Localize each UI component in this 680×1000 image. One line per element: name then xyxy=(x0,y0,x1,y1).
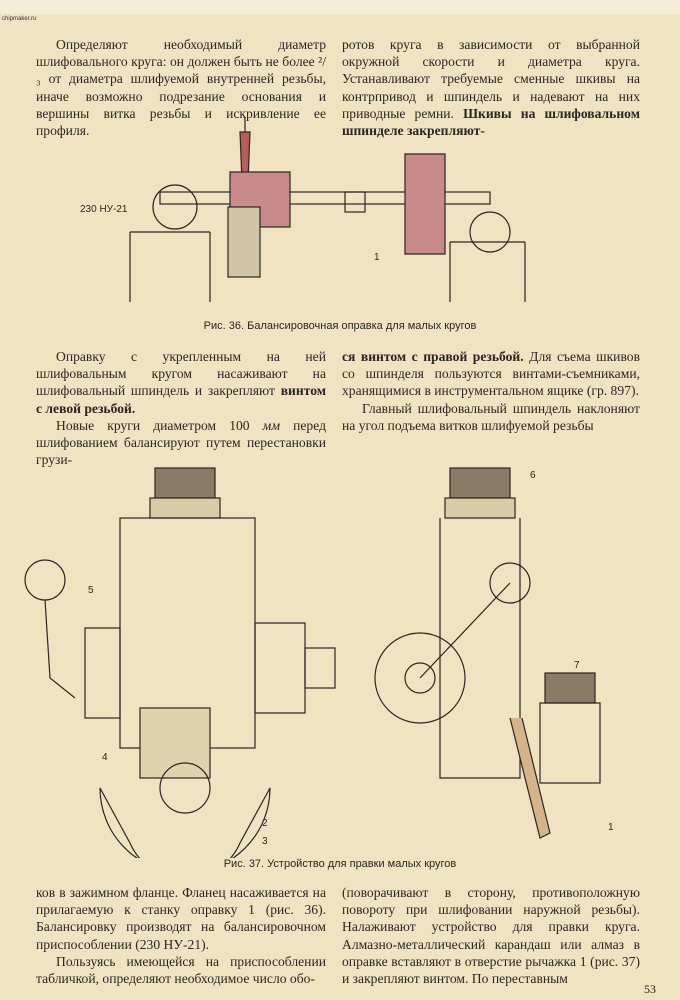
weight xyxy=(404,153,446,255)
top-left-column: Определяют необходимый диаметр шлифоваль… xyxy=(36,36,326,139)
paragraph: (поворачивают в сторону, противоположную… xyxy=(342,885,640,987)
paragraph: Определяют необходимый диаметр шлифоваль… xyxy=(36,37,326,139)
unit: мм xyxy=(262,417,281,433)
top-right-column: ротов круга в зависимости от выбранной о… xyxy=(342,36,640,139)
label: 1 xyxy=(608,822,614,833)
bold-text: ся винтом с правой резьбой. xyxy=(342,349,524,364)
middle-right-column: ся винтом с правой резьбой. Для съема шк… xyxy=(342,348,640,434)
label: 230 НУ-21 xyxy=(80,204,128,215)
text: ротов круга в зависимости от выбранной о… xyxy=(342,37,640,121)
paragraph: ротов круга в зависимости от выбранной о… xyxy=(342,36,640,139)
paragraph: ся винтом с правой резьбой. Для съема шк… xyxy=(342,348,640,400)
label: 1 xyxy=(374,252,380,263)
text: Новые круги диаметром 100 xyxy=(56,417,263,433)
figure-37-drawing: 5 4 2 3 6 7 1 xyxy=(24,467,614,858)
paragraph: Пользуясь имеющейся на приспособлении та… xyxy=(36,953,326,987)
text: перед шлифованием балансируют путем пере… xyxy=(36,417,326,468)
knob-left xyxy=(154,467,216,499)
knob-right xyxy=(449,467,511,499)
wheel xyxy=(227,206,261,278)
paragraph: Новые круги диаметром 100 мм перед шлифо… xyxy=(36,417,326,469)
middle-left-column: Оправку с укрепленным на ней шлифовальны… xyxy=(36,348,326,468)
label: 7 xyxy=(574,660,580,671)
scanned-page xyxy=(0,14,680,1000)
bold-text: винтом с левой резьбой. xyxy=(36,383,326,416)
figure-36-drawing: 230 НУ-21 1 xyxy=(80,117,526,302)
bottom-left-column: ков в зажимном фланце. Фланец насаживает… xyxy=(36,884,326,987)
bottom-right-column: (поворачивают в сторону, противоположную… xyxy=(342,884,640,987)
figure-36-caption: Рис. 36. Балансировочная оправка для мал… xyxy=(203,320,477,332)
text: Оправку с укрепленным на ней шлифовальны… xyxy=(36,349,326,399)
paragraph: ков в зажимном фланце. Фланец насаживает… xyxy=(36,885,326,952)
label: 2 xyxy=(262,818,268,829)
figure-37-caption: Рис. 37. Устройство для правки малых кру… xyxy=(223,858,457,870)
mandrel xyxy=(159,191,491,205)
paragraph: Оправку с укрепленным на ней шлифовальны… xyxy=(36,348,326,417)
bold-text: Шкивы на шлифовальном шпинделе закрепляю… xyxy=(342,105,640,139)
label: 6 xyxy=(530,470,536,481)
text: Для съема шкивов со шпинделя пользуются … xyxy=(342,349,640,399)
label: 5 xyxy=(88,585,94,596)
label: 3 xyxy=(262,836,268,847)
label: 4 xyxy=(102,752,108,763)
page-number: 53 xyxy=(644,982,656,996)
watermark: chipmaker.ru xyxy=(2,16,37,22)
paragraph: Главный шлифовальный шпиндель наклоняют … xyxy=(342,400,640,433)
